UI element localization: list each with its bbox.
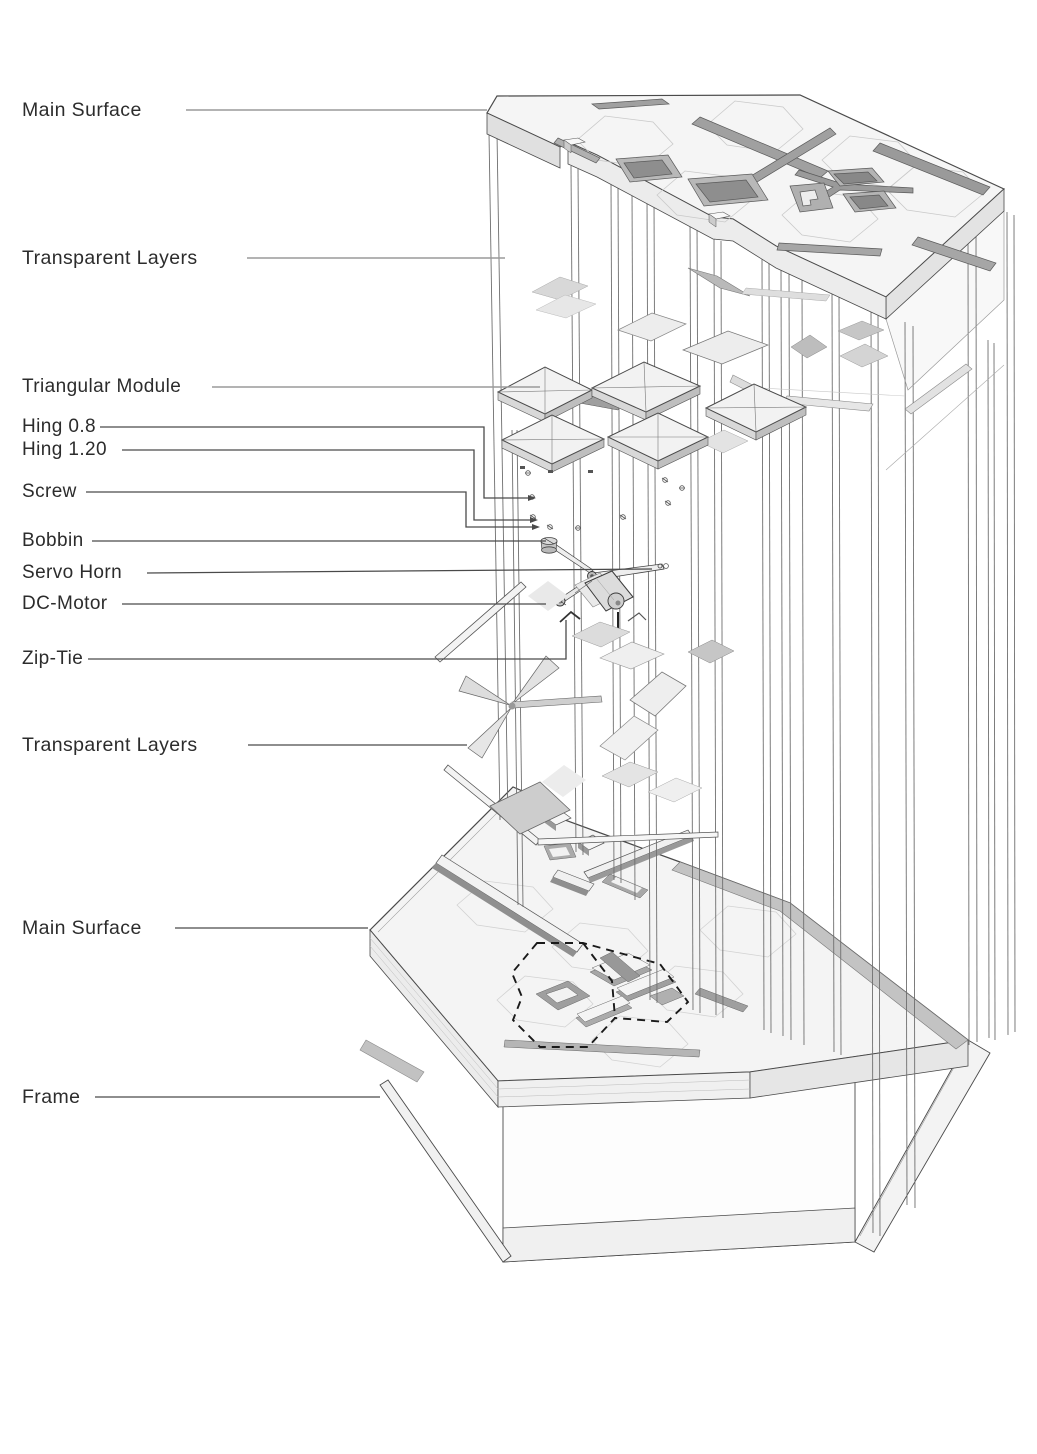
label-bobbin: Bobbin (22, 530, 84, 551)
bobbin-illustration (540, 537, 558, 554)
transparent-layers-lower-illustration (489, 581, 735, 835)
leader-lines (86, 109, 653, 1098)
label-transparent-layers-top: Transparent Layers (22, 247, 198, 269)
label-zip-tie: Zip-Tie (22, 648, 84, 669)
hardware-cluster (525, 470, 685, 638)
dc-motor-illustration (574, 570, 634, 638)
label-main-surface-top: Main Surface (22, 99, 142, 121)
label-transparent-layers-bottom: Transparent Layers (22, 734, 198, 756)
label-screw: Screw (22, 481, 77, 502)
zip-tie-illustration (559, 580, 647, 623)
label-triangular-module: Triangular Module (22, 376, 182, 397)
label-frame: Frame (22, 1086, 81, 1108)
dashed-hexagon-outline (510, 942, 690, 1048)
bottom-main-surface-illustration (369, 786, 970, 1109)
pinwheel-module-illustration (458, 655, 603, 759)
top-surface-slots (553, 98, 997, 272)
top-main-surface-illustration (486, 94, 1006, 320)
diagonal-rods (434, 581, 719, 846)
hex-pattern-bottom (456, 880, 797, 1068)
label-main-surface-bottom: Main Surface (22, 917, 142, 939)
screws-illustration (525, 470, 685, 531)
label-servo-horn: Servo Horn (22, 562, 123, 583)
triangular-module-illustration (496, 361, 808, 473)
label-dc-motor: DC-Motor (22, 593, 108, 614)
frame-illustration (359, 1039, 991, 1263)
label-hing-0-8: Hing 0.8 (22, 416, 96, 437)
transparent-layers-upper-illustration (531, 267, 889, 454)
central-ridge-cluster (535, 951, 685, 1028)
label-hing-1-20: Hing 1.20 (22, 439, 107, 460)
